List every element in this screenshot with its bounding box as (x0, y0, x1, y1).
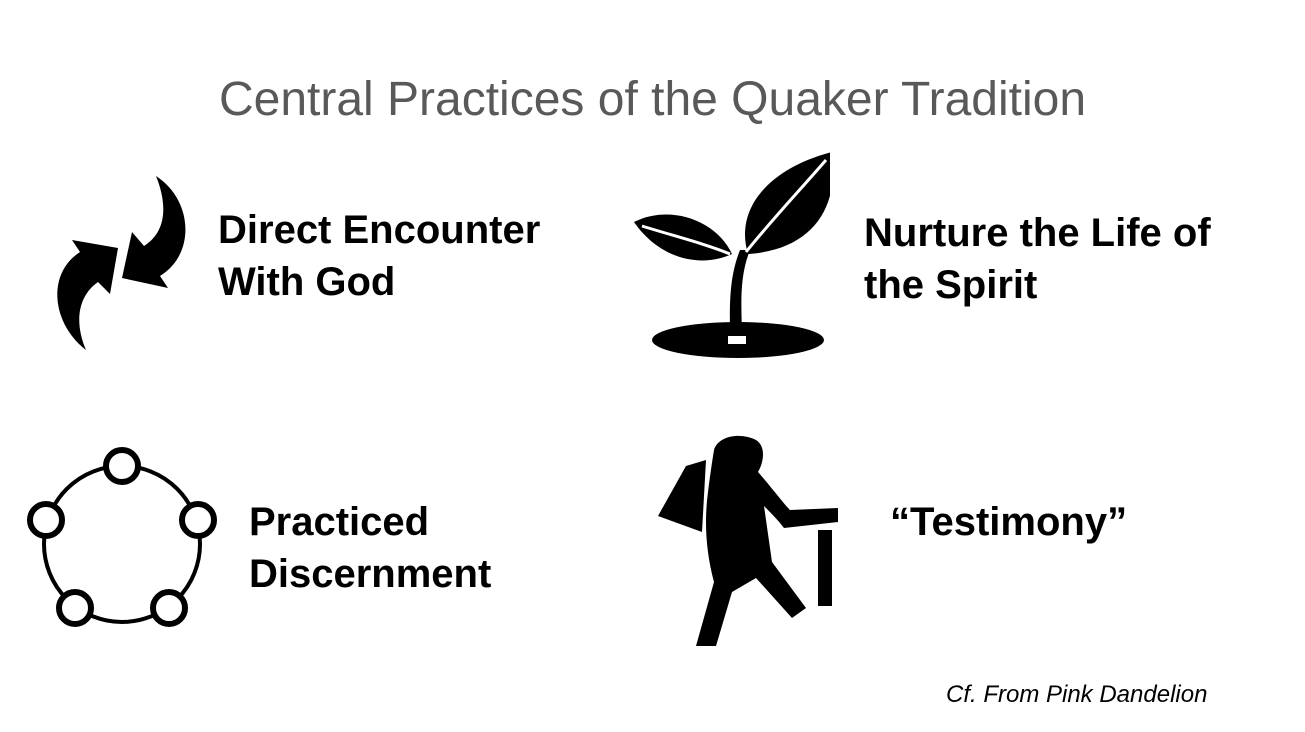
circle-network-icon (27, 447, 217, 627)
practice-direct-encounter: Direct Encounter With God (218, 204, 540, 308)
hiker-icon (658, 435, 838, 646)
sprout-icon (634, 152, 830, 358)
practice-line: Discernment (249, 552, 492, 596)
practice-line: Practiced (249, 500, 430, 544)
practice-line: Direct Encounter (218, 208, 541, 252)
slide-title: Central Practices of the Quaker Traditio… (218, 73, 1087, 126)
practice-line: “Testimony” (890, 500, 1128, 544)
practice-line: With God (218, 260, 396, 304)
practice-discernment: Practiced Discernment (249, 496, 491, 600)
practice-testimony: “Testimony” (890, 496, 1127, 548)
practice-line: Nurture the Life of (864, 211, 1211, 255)
practice-nurture-life: Nurture the Life of the Spirit (864, 207, 1211, 311)
credit-text: Cf. From Pink Dandelion (946, 681, 1208, 708)
arrows-icon (57, 176, 186, 350)
practice-line: the Spirit (864, 263, 1038, 307)
